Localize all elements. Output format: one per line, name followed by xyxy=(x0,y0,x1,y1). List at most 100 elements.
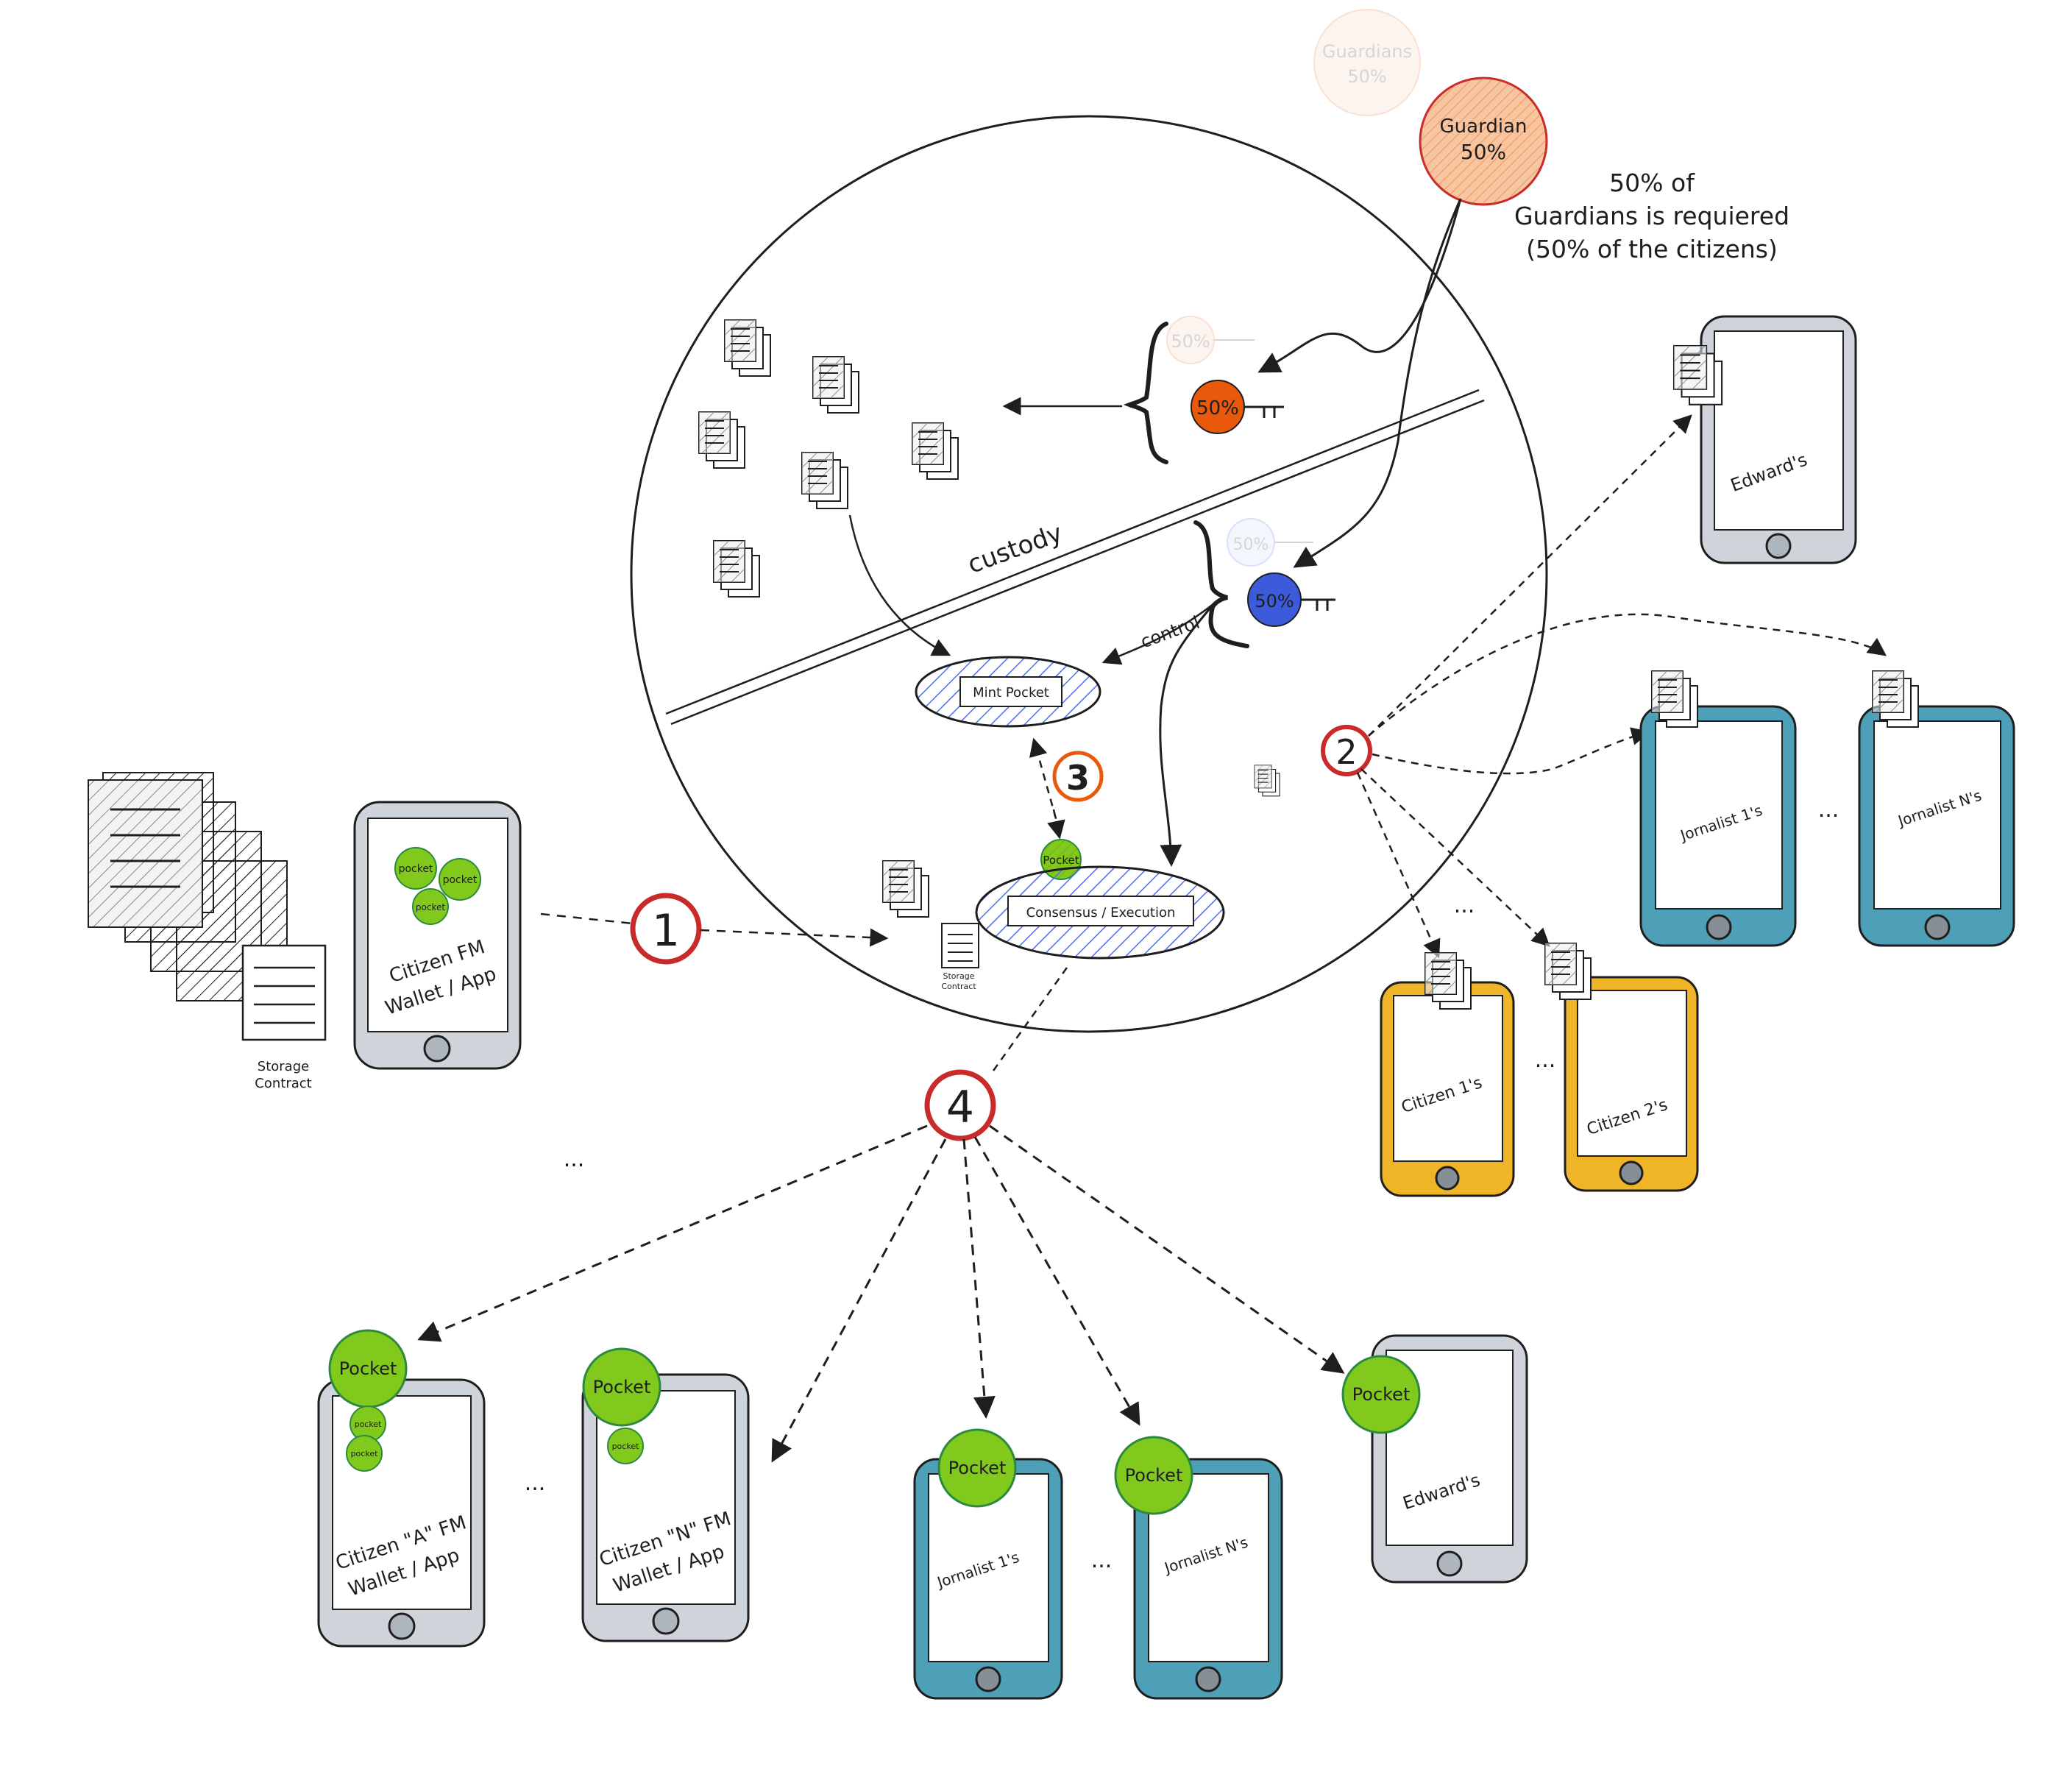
pocket-token-cluster: pocket pocket pocket xyxy=(394,847,481,925)
step-4-to-jornalist-1-arrow xyxy=(962,1138,996,1419)
step-2-to-citizen-2-arrow xyxy=(1360,768,1550,947)
svg-text:50%: 50% xyxy=(1347,66,1386,87)
document-stack-5 xyxy=(912,422,959,480)
control-to-mint-arrow xyxy=(1101,603,1215,665)
svg-text:Storage: Storage xyxy=(258,1059,309,1074)
ellipsis-left: ... xyxy=(564,1146,585,1172)
guardian-to-bottom-key-arrow xyxy=(1293,198,1462,568)
phone-citizen-fm: pocket pocket pocket Citizen FM Wallet /… xyxy=(353,801,522,1070)
svg-text:pocket: pocket xyxy=(443,874,478,886)
svg-text:Pocket: Pocket xyxy=(593,1377,651,1397)
svg-text:pocket: pocket xyxy=(355,1419,383,1429)
svg-text:50%: 50% xyxy=(1171,331,1210,352)
svg-text:Guardian: Guardian xyxy=(1440,116,1528,138)
control-to-consensus-arrow xyxy=(1159,603,1216,867)
mint-pocket-node: Mint Pocket xyxy=(915,656,1101,728)
step-4-to-jornalist-n-arrow xyxy=(973,1136,1140,1426)
svg-text:(50% of the citizens): (50% of the citizens) xyxy=(1526,235,1778,263)
document-stack-2 xyxy=(812,356,859,414)
phone-citizen-n: Pocket pocket Citizen "N" FM Wallet / Ap… xyxy=(581,1347,750,1642)
ellipsis-jornalists-top: ... xyxy=(1818,797,1839,823)
ellipsis-citizens-right: ... xyxy=(1535,1047,1556,1073)
svg-text:Mint Pocket: Mint Pocket xyxy=(973,685,1049,701)
svg-text:pocket: pocket xyxy=(351,1449,379,1458)
step-2-to-citizen-1-arrow xyxy=(1356,772,1441,959)
step-4-to-edward-arrow xyxy=(989,1124,1345,1374)
storage-contract-small: Storage Contract xyxy=(941,923,979,991)
top-key: 50% xyxy=(1191,380,1284,434)
svg-text:50%: 50% xyxy=(1461,140,1506,164)
guardian-to-top-key-arrow xyxy=(1257,198,1462,373)
svg-text:50% of: 50% of xyxy=(1609,169,1695,197)
step-1-marker: 1 xyxy=(630,893,702,965)
guardians-faded-circle: Guardians 50% xyxy=(1313,9,1421,116)
bottom-key-brace xyxy=(1193,520,1249,648)
svg-text:1: 1 xyxy=(652,905,680,957)
phone-jornalist-1-top: Jornalist 1's xyxy=(1639,670,1797,947)
step-2-marker: 2 xyxy=(1321,725,1372,776)
svg-text:3: 3 xyxy=(1066,758,1090,798)
consensus-to-step-4-line xyxy=(992,967,1068,1071)
step-1-arrow-out xyxy=(700,928,889,947)
step-3-arrow-down xyxy=(1047,809,1065,840)
document-stack-3 xyxy=(698,411,745,469)
svg-text:Pocket: Pocket xyxy=(1043,854,1079,867)
svg-text:Guardians: Guardians xyxy=(1322,41,1412,62)
svg-text:50%: 50% xyxy=(1196,397,1239,419)
ellipsis-citizens-top: ... xyxy=(1454,893,1475,918)
svg-text:4: 4 xyxy=(946,1082,974,1133)
svg-text:pocket: pocket xyxy=(399,863,433,875)
document-stack-6 xyxy=(713,540,760,598)
ellipsis-bottom-citizens: ... xyxy=(525,1470,546,1496)
document-stack-1 xyxy=(724,319,771,377)
custody-divider xyxy=(665,389,1485,726)
document-stack-7 xyxy=(1254,765,1280,797)
svg-text:Storage: Storage xyxy=(943,971,974,981)
phone-citizen-2: Citizen 2's xyxy=(1544,943,1699,1192)
document-pile-large xyxy=(88,772,288,1002)
top-key-faded: 50% xyxy=(1166,316,1255,364)
phone-citizen-1: Citizen 1's xyxy=(1380,952,1515,1197)
documents-to-mint-arrow xyxy=(848,514,951,656)
phone-edward-bottom: Pocket Edward's xyxy=(1341,1334,1528,1584)
ellipsis-bottom-jornalists: ... xyxy=(1091,1548,1113,1573)
step-4-to-citizen-n-arrow xyxy=(771,1138,947,1463)
svg-text:Contract: Contract xyxy=(255,1076,311,1091)
consensus-execution-node: Consensus / Execution xyxy=(975,865,1225,960)
svg-text:Guardians is requiered: Guardians is requiered xyxy=(1514,202,1789,230)
step-4-to-citizen-a-arrow xyxy=(417,1124,928,1342)
phone-jornalist-n-bottom: Pocket Jornalist N's xyxy=(1114,1436,1283,1700)
bottom-key-faded: 50% xyxy=(1227,518,1313,567)
svg-text:Pocket: Pocket xyxy=(339,1358,397,1379)
custody-label: custody xyxy=(964,518,1066,579)
step-2-to-jornalist-1-arrow xyxy=(1372,727,1650,775)
document-stack-consensus xyxy=(882,860,929,918)
phone-jornalist-n-top: Jornalist N's xyxy=(1858,670,2015,947)
svg-text:50%: 50% xyxy=(1255,591,1294,611)
bottom-key: 50% xyxy=(1247,572,1335,627)
phone-citizen-a: Pocket pocket pocket Citizen "A" FM Wall… xyxy=(317,1329,486,1648)
svg-text:50%: 50% xyxy=(1233,536,1269,554)
svg-text:Consensus / Execution: Consensus / Execution xyxy=(1026,905,1176,921)
storage-contract-doc: Storage Contract xyxy=(241,944,327,1091)
svg-text:pocket: pocket xyxy=(612,1442,640,1451)
step-2-to-edward-arrow xyxy=(1368,414,1692,737)
step-4-marker: 4 xyxy=(924,1069,996,1141)
phone-jornalist-1-bottom: Pocket Jornalist 1's xyxy=(913,1428,1063,1700)
guardian-note: 50% of Guardians is requiered (50% of th… xyxy=(1514,169,1789,263)
svg-text:Pocket: Pocket xyxy=(1352,1384,1411,1405)
svg-text:pocket: pocket xyxy=(416,902,445,912)
step-2-to-jornalist-n-arrow xyxy=(1368,613,1887,737)
document-stack-4 xyxy=(801,452,848,509)
svg-text:Pocket: Pocket xyxy=(1125,1465,1183,1486)
phone-edward-top: Edward's xyxy=(1672,315,1857,564)
step-3-marker: 3 xyxy=(1052,751,1104,802)
step-1-arrow-in xyxy=(540,912,634,925)
svg-text:Contract: Contract xyxy=(941,982,976,991)
guardian-circle: Guardian 50% xyxy=(1419,77,1548,206)
top-key-brace xyxy=(1123,322,1168,464)
svg-text:Pocket: Pocket xyxy=(948,1458,1007,1478)
custody-boundary-circle xyxy=(630,115,1548,1033)
svg-text:2: 2 xyxy=(1335,732,1357,772)
